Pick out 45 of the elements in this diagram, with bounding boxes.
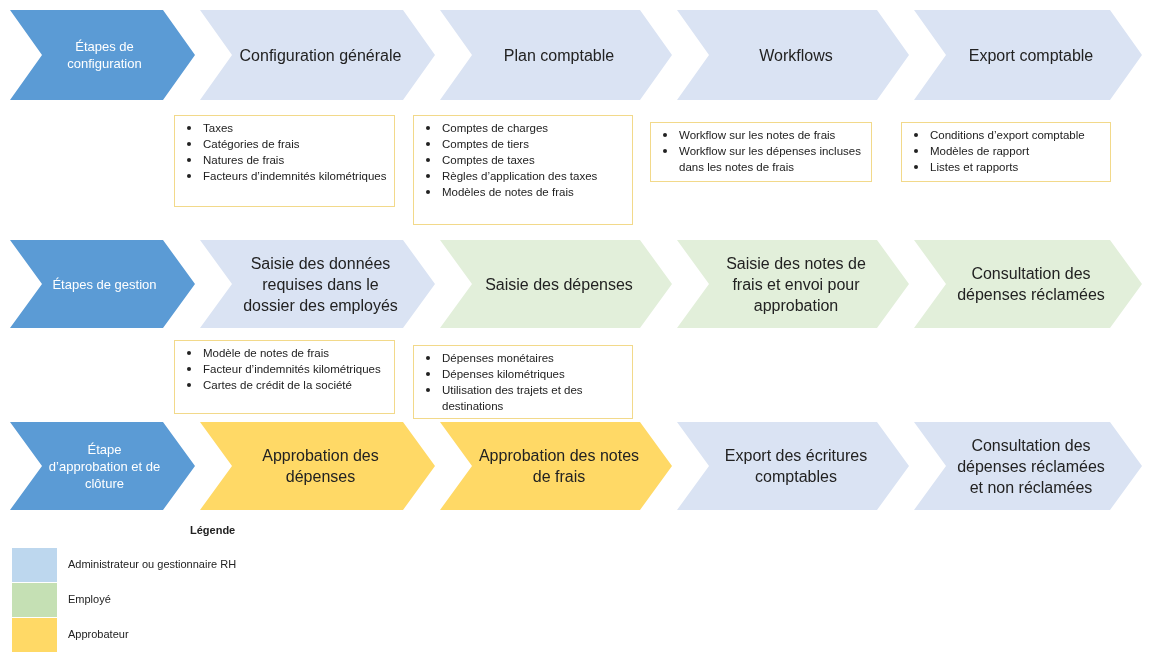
list-item: Natures de frais	[203, 153, 285, 168]
list-item: Facteurs d’indemnités kilométriques	[203, 169, 387, 184]
list-item: Utilisation des trajets et des destinations	[442, 383, 584, 414]
process-step: Saisie des notes de frais et envoi pour approbation	[677, 240, 909, 328]
legend-label: Approbateur	[68, 628, 129, 640]
list-item: Conditions d’export comptable	[930, 128, 1085, 143]
list-item: Dépenses monétaires	[442, 351, 554, 366]
stage-step: Étapes de configuration	[10, 10, 195, 100]
list-item: Modèle de notes de frais	[203, 346, 329, 361]
list-item: Taxes	[203, 121, 234, 136]
list-item: Dépenses kilométriques	[442, 367, 565, 382]
bullet-list-box	[174, 115, 395, 207]
process-step: Saisie des dépenses	[440, 240, 672, 328]
bullet-list-box	[650, 122, 872, 182]
list-item: Listes et rapports	[930, 160, 1019, 175]
list-item: Workflow sur les dépenses incluses dans les notes de frais	[679, 144, 862, 175]
process-step: Export comptable	[914, 10, 1142, 100]
list-item: Workflow sur les notes de frais	[679, 128, 836, 143]
bullet-list-box	[901, 122, 1111, 182]
legend-title: Légende	[190, 524, 236, 536]
process-step: Consultation des dépenses réclamées	[914, 240, 1142, 328]
list-item: Catégories de frais	[203, 137, 300, 152]
legend-label: Administrateur ou gestionnaire RH	[68, 558, 237, 570]
process-step: Saisie des données requises dans le dossier des employés	[200, 240, 435, 328]
list-item: Cartes de crédit de la société	[203, 378, 352, 393]
process-step: Approbation des dépenses	[200, 422, 435, 510]
process-step: Configuration générale	[200, 10, 435, 100]
process-step: Export des écritures comptables	[677, 422, 909, 510]
stage-step: Étapes de gestion	[10, 240, 195, 328]
bullet-list-box	[413, 115, 633, 225]
list-item: Modèles de rapport	[930, 144, 1030, 159]
process-step: Consultation des dépenses réclamées et non réclamées	[914, 422, 1142, 510]
list-item: Comptes de charges	[442, 121, 549, 136]
process-step: Approbation des notes de frais	[440, 422, 672, 510]
list-item: Comptes de tiers	[442, 137, 529, 152]
bullet-list-box	[413, 345, 633, 419]
list-item: Comptes de taxes	[442, 153, 535, 168]
stage-step: Étape d’approbation et de clôture	[10, 422, 195, 510]
process-step: Workflows	[677, 10, 909, 100]
list-item: Modèles de notes de frais	[442, 185, 574, 200]
list-item: Règles d’application des taxes	[442, 169, 598, 184]
legend-label: Employé	[68, 593, 111, 605]
process-step: Plan comptable	[440, 10, 672, 100]
bullet-list-box	[174, 340, 395, 414]
list-item: Facteur d’indemnités kilométriques	[203, 362, 381, 377]
